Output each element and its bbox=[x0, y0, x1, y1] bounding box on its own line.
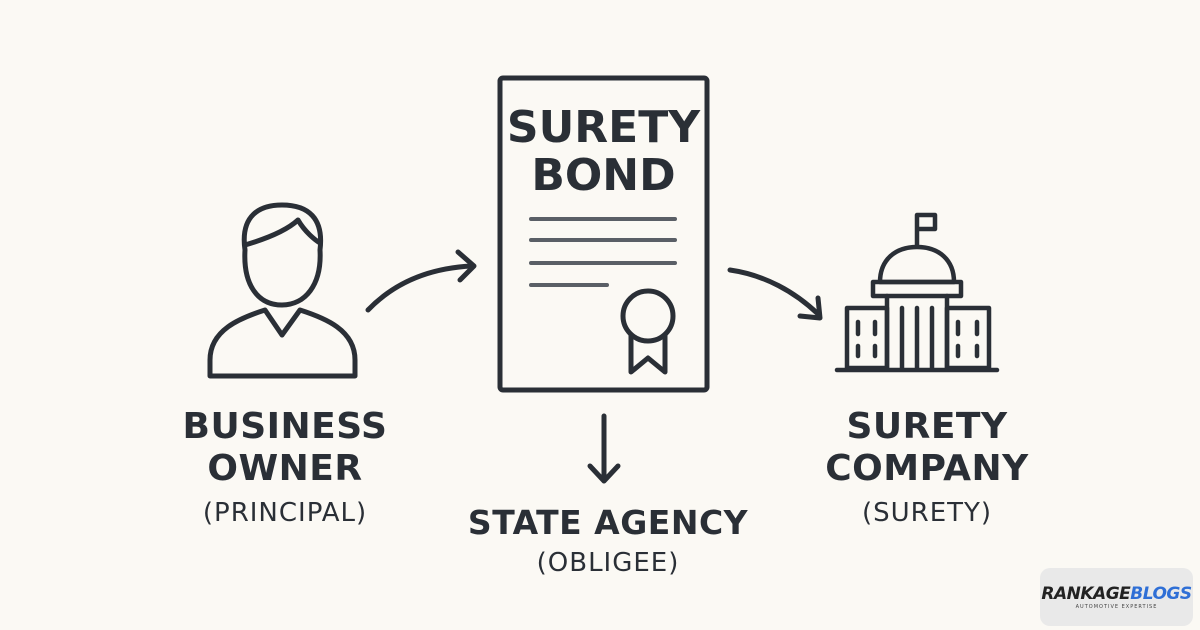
principal-role: (PRINCIPAL) bbox=[202, 498, 368, 528]
surety-line-1: SURETY bbox=[846, 406, 1008, 447]
obligee-line-1: STATE AGENCY bbox=[467, 503, 749, 542]
seal-icon bbox=[620, 288, 676, 344]
obligee-label: STATE AGENCY (OBLIGEE) bbox=[468, 502, 748, 578]
logo-part-2: BLOGS bbox=[1130, 584, 1192, 604]
arrowhead bbox=[797, 295, 823, 321]
surety-company-building-icon bbox=[834, 212, 1000, 373]
document-title: SURETY BOND bbox=[500, 104, 707, 200]
arrow-bond-to-surety bbox=[727, 267, 821, 317]
arrow-principal-to-bond bbox=[365, 263, 475, 313]
arrowhead bbox=[455, 249, 477, 283]
principal-label: BUSINESS OWNER (PRINCIPAL) bbox=[183, 406, 388, 528]
obligee-role: (OBLIGEE) bbox=[536, 548, 680, 578]
title-line-2: BOND bbox=[531, 150, 676, 201]
title-line-1: SURETY bbox=[506, 102, 701, 153]
rankageblogs-logo: RANKAGEBLOGS AUTOMOTIVE EXPERTISE bbox=[1040, 568, 1193, 626]
person-icon bbox=[207, 202, 358, 379]
surety-label: SURETY COMPANY (SURETY) bbox=[825, 406, 1029, 528]
logo-tagline: AUTOMOTIVE EXPERTISE bbox=[1075, 604, 1158, 610]
surety-role: (SURETY) bbox=[861, 498, 993, 528]
principal-line-1: BUSINESS bbox=[182, 406, 388, 447]
surety-bond-document-icon bbox=[497, 75, 710, 393]
arrow-bond-to-obligee bbox=[587, 413, 621, 484]
logo-part-1: RANKAGE bbox=[1041, 584, 1131, 604]
surety-line-2: COMPANY bbox=[825, 448, 1029, 489]
principal-line-2: OWNER bbox=[207, 448, 363, 489]
